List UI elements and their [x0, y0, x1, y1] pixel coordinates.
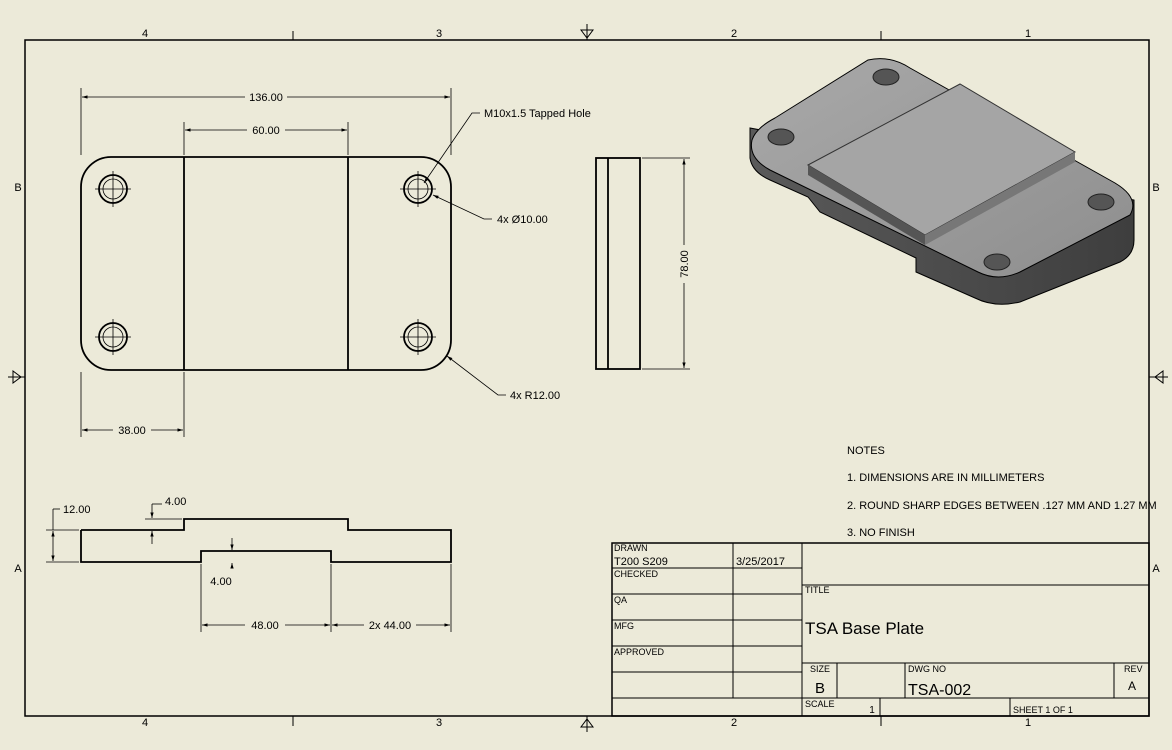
dim-left-offset-label: 38.00 — [118, 425, 146, 437]
centering-marks — [8, 24, 1168, 732]
zone-row-b-right: B — [1152, 182, 1159, 194]
dim-center-width-label: 60.00 — [252, 125, 280, 137]
callout-tapped-hole: M10x1.5 Tapped Hole — [423, 108, 591, 184]
dwg-no-label: DWG NO — [908, 664, 946, 674]
dim-step-top: 4.00 — [145, 496, 186, 544]
dim-step-bottom-label: 4.00 — [210, 576, 231, 588]
zone-col-2-bottom: 2 — [731, 717, 737, 729]
zone-col-3-bottom: 3 — [436, 717, 442, 729]
approved-label: APPROVED — [614, 647, 665, 657]
zone-row-a-left: A — [14, 563, 22, 575]
side-view: 78.00 — [595, 157, 691, 370]
zone-col-1-bottom: 1 — [1025, 717, 1031, 729]
mfg-label: MFG — [614, 621, 634, 631]
zone-col-1-top: 1 — [1025, 28, 1031, 40]
front-view: 12.00 4.00 4.00 48.00 2x 44.00 — [46, 496, 452, 632]
tapped-hole — [400, 171, 436, 207]
size-label: SIZE — [810, 664, 830, 674]
checked-label: CHECKED — [614, 569, 659, 579]
drawn-date: 3/25/2017 — [736, 556, 785, 568]
dim-height: 78.00 — [642, 157, 691, 370]
revision: A — [1128, 679, 1136, 693]
dim-overall-width: 136.00 — [80, 88, 452, 155]
scale-label: SCALE — [805, 699, 835, 709]
scale-value: 1 — [869, 705, 875, 716]
dwg-no: TSA-002 — [908, 682, 971, 699]
top-view: 136.00 60.00 38.00 M10x1.5 Tapped Hole 4… — [80, 88, 591, 437]
callout-hole-diameter-label: 4x Ø10.00 — [497, 214, 548, 226]
drawn-by: T200 S209 — [614, 556, 668, 568]
zone-labels: 4 3 2 1 4 3 2 1 B B A A — [14, 28, 1160, 729]
zone-col-4-top: 4 — [142, 28, 148, 40]
sheet-size: B — [815, 680, 825, 697]
sheet-number: SHEET 1 OF 1 — [1013, 705, 1073, 715]
dim-slot-width-label: 48.00 — [251, 620, 279, 632]
tapped-hole — [95, 319, 131, 355]
notes-heading: NOTES — [847, 445, 885, 457]
isometric-view — [749, 58, 1135, 305]
qa-label: QA — [614, 595, 627, 605]
zone-row-b-left: B — [14, 182, 21, 194]
drawn-label: DRAWN — [614, 543, 648, 553]
dim-left-offset: 38.00 — [80, 372, 185, 437]
dim-ends-label: 2x 44.00 — [369, 620, 411, 632]
dim-slot-width: 48.00 2x 44.00 — [200, 564, 452, 632]
drawing-title: TSA Base Plate — [805, 619, 924, 638]
dim-overall-width-label: 136.00 — [249, 92, 283, 104]
callout-hole-diameter: 4x Ø10.00 — [432, 194, 548, 226]
callout-corner-radius: 4x R12.00 — [446, 355, 560, 402]
notes: NOTES 1. DIMENSIONS ARE IN MILLIMETERS 2… — [847, 445, 1157, 539]
top-view-outline — [80, 156, 452, 371]
dim-step-bottom: 4.00 — [210, 538, 234, 588]
title-label: TITLE — [805, 585, 830, 595]
dim-height-label: 78.00 — [679, 250, 691, 278]
zone-col-3-top: 3 — [436, 28, 442, 40]
zone-row-a-right: A — [1152, 563, 1160, 575]
note-item: 2. ROUND SHARP EDGES BETWEEN .127 MM AND… — [847, 500, 1157, 512]
title-block: DRAWN T200 S209 3/25/2017 CHECKED QA MFG… — [611, 542, 1150, 717]
dim-center-width: 60.00 — [183, 122, 349, 155]
tapped-hole — [400, 319, 436, 355]
tapped-hole — [95, 171, 131, 207]
dim-thickness: 12.00 — [46, 504, 91, 563]
zone-col-4-bottom: 4 — [142, 717, 148, 729]
rev-label: REV — [1124, 664, 1143, 674]
callout-tapped-hole-label: M10x1.5 Tapped Hole — [484, 108, 591, 120]
dim-step-top-label: 4.00 — [165, 496, 186, 508]
zone-col-2-top: 2 — [731, 28, 737, 40]
callout-corner-radius-label: 4x R12.00 — [510, 390, 560, 402]
note-item: 1. DIMENSIONS ARE IN MILLIMETERS — [847, 472, 1044, 484]
dim-thickness-label: 12.00 — [63, 504, 91, 516]
note-item: 3. NO FINISH — [847, 527, 915, 539]
